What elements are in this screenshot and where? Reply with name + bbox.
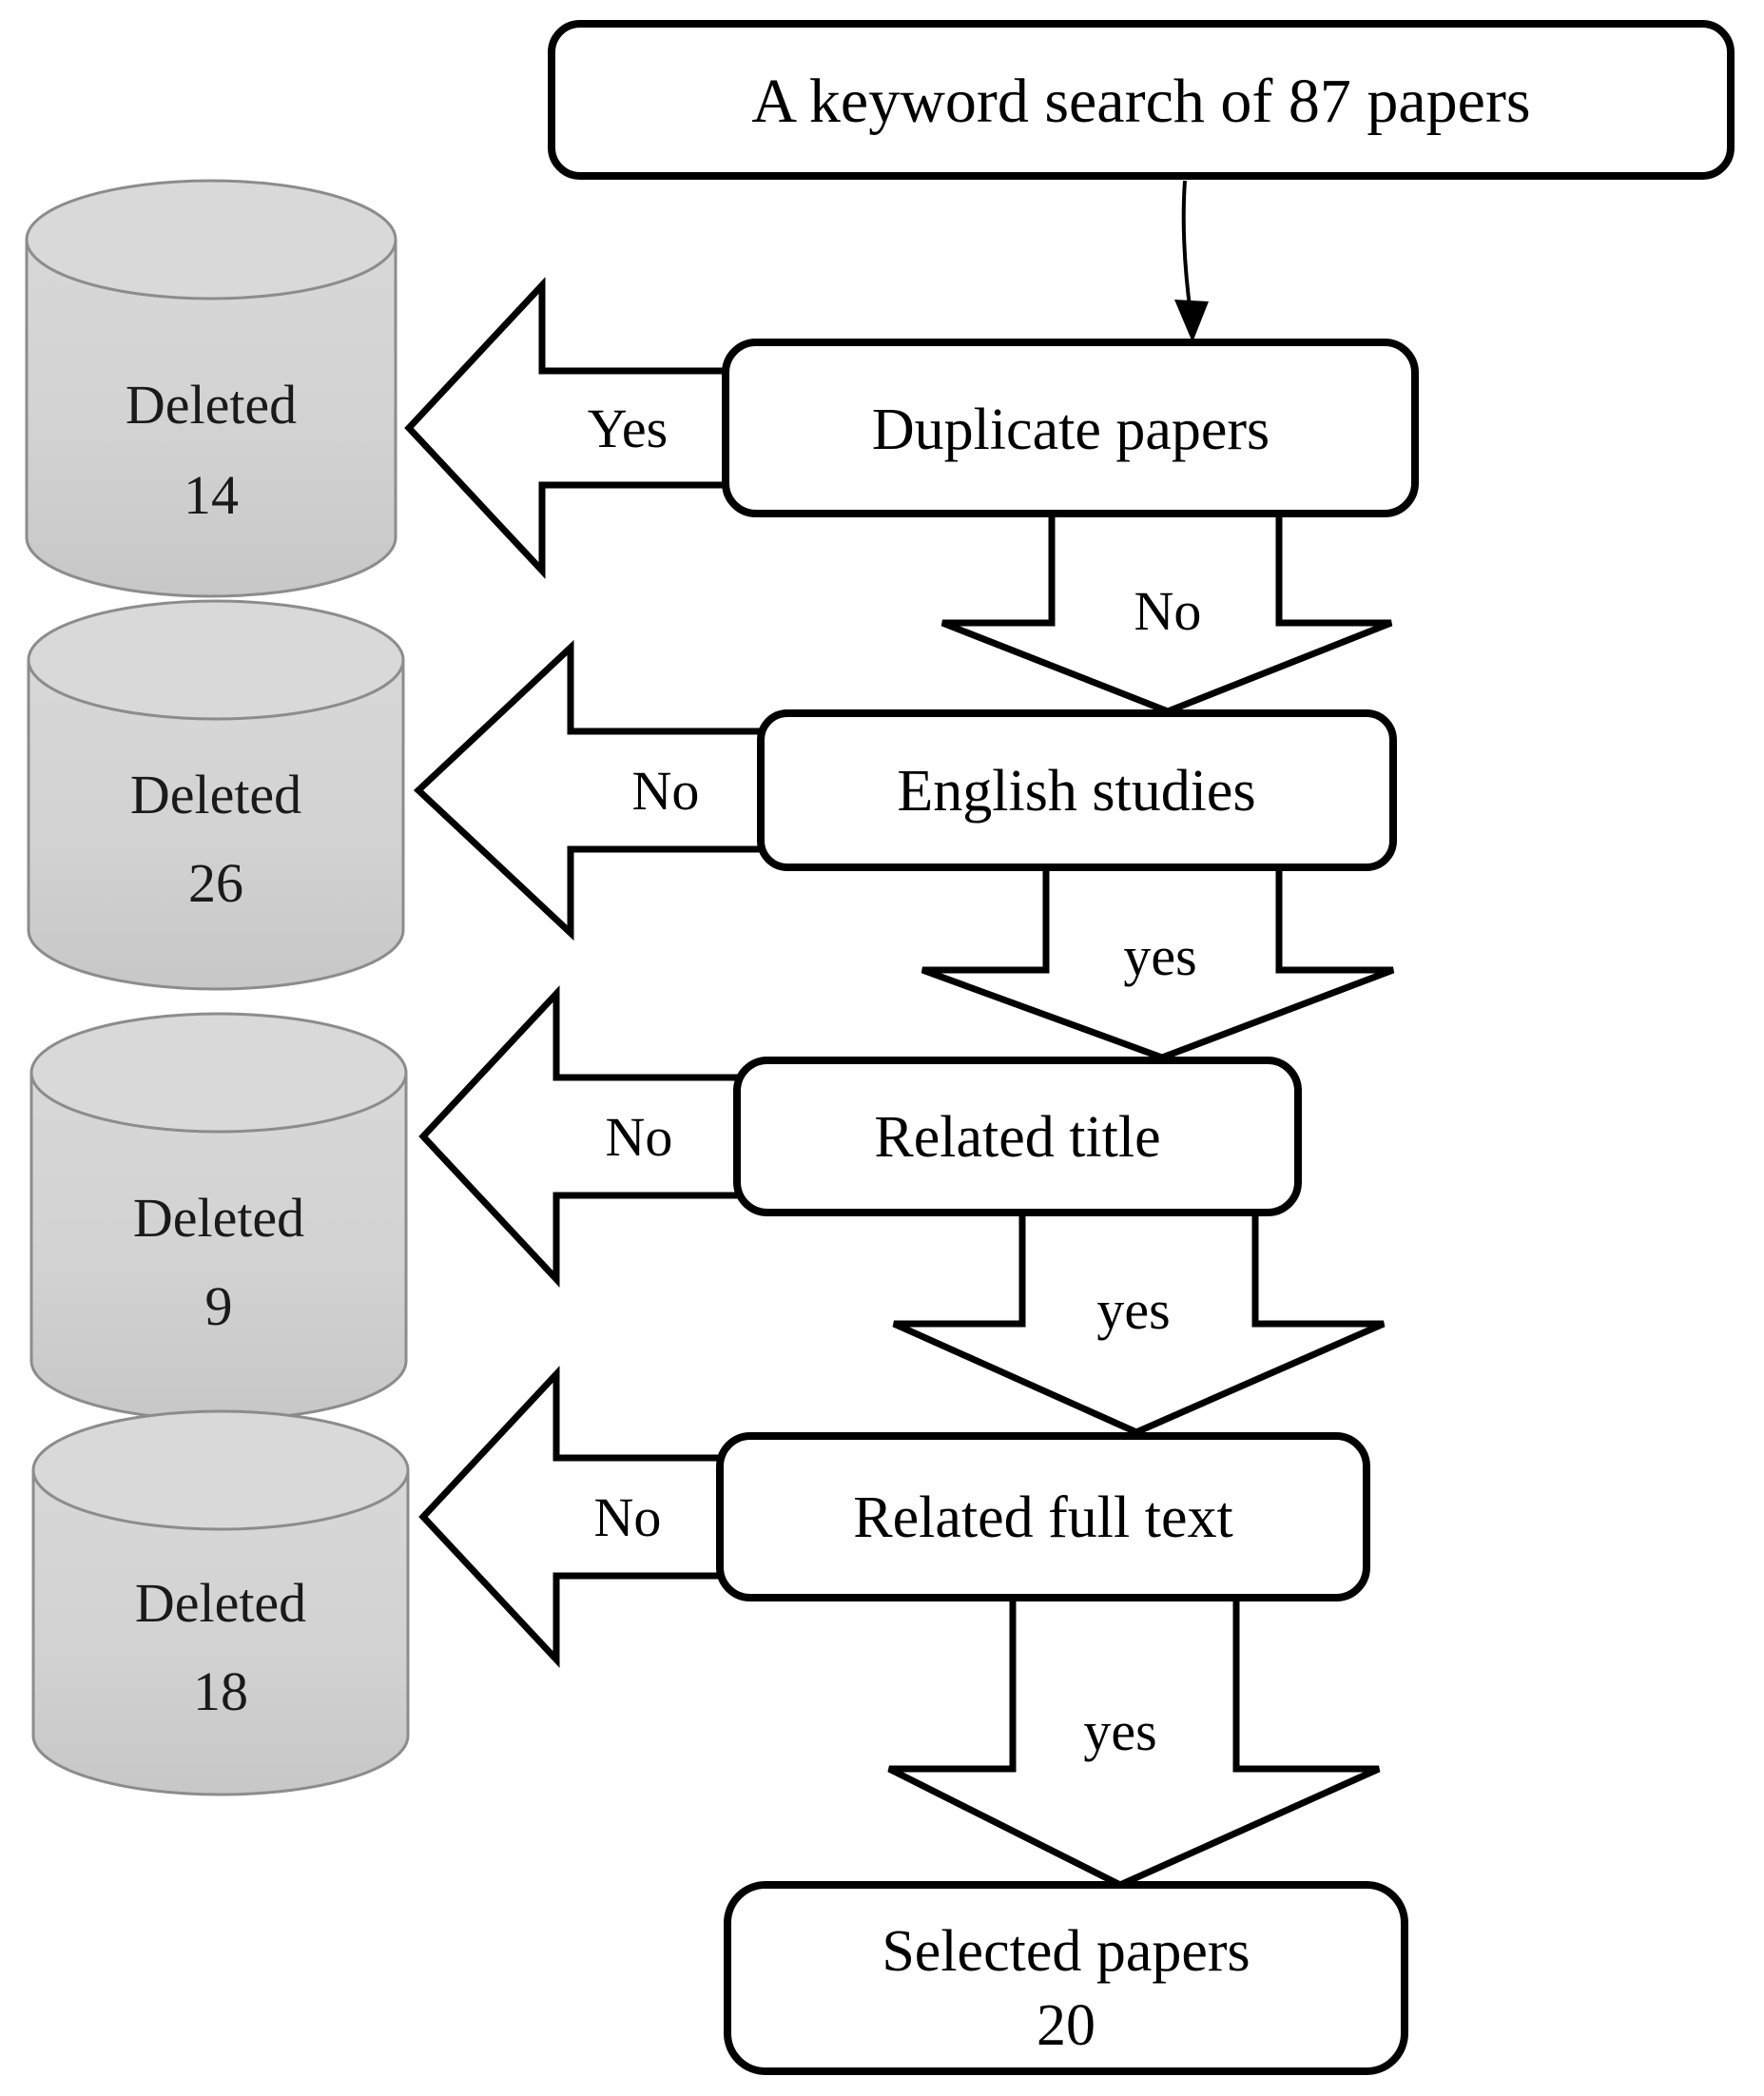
- proceed-arrow-3: yes: [892, 1209, 1386, 1436]
- proceed-arrow-1: No: [940, 510, 1393, 715]
- proceed-label-2: yes: [1123, 925, 1196, 987]
- arrowhead-icon: [1174, 300, 1209, 342]
- cylinder-body: [25, 240, 397, 598]
- end-box-line2: 20: [1037, 1993, 1095, 2058]
- deleted-word-2: Deleted: [130, 764, 301, 825]
- end-box-selected-papers: Selected papers 20: [724, 1881, 1408, 2075]
- proceed-label-4: yes: [1083, 1700, 1156, 1762]
- reject-arrow-3: No: [418, 985, 746, 1288]
- proceed-label-1: No: [1134, 580, 1202, 642]
- start-box-label: A keyword search of 87 papers: [751, 67, 1530, 136]
- step-box-shape: [716, 1432, 1370, 1601]
- left-block-arrow-icon: [404, 277, 734, 579]
- step-box-shape: [722, 339, 1419, 517]
- connector-line: [1181, 180, 1192, 315]
- left-block-arrow-icon: [418, 1366, 728, 1668]
- step-label-english-studies: English studies: [897, 759, 1255, 824]
- reject-label-4: No: [594, 1486, 662, 1548]
- step-label-duplicate-papers: Duplicate papers: [872, 398, 1270, 462]
- reject-label-2: No: [632, 760, 700, 822]
- down-block-arrow-icon: [940, 510, 1393, 715]
- cylinder-top: [29, 1012, 408, 1134]
- deleted-cylinder-4: Deleted 18: [31, 1409, 410, 1796]
- reject-arrow-2: No: [413, 639, 769, 941]
- proceed-label-3: yes: [1096, 1279, 1170, 1341]
- deleted-count-2: 26: [188, 852, 243, 914]
- deleted-word-4: Deleted: [135, 1572, 306, 1634]
- reject-label-1: Yes: [588, 398, 668, 459]
- step-box-related-full-text: Related full text: [716, 1432, 1370, 1601]
- cylinder-top: [27, 599, 405, 721]
- down-block-arrow-icon: [887, 1594, 1381, 1889]
- deleted-cylinder-1: Deleted 14: [25, 179, 397, 598]
- cylinder-top: [25, 179, 397, 301]
- deleted-count-3: 9: [205, 1275, 233, 1337]
- reject-arrow-4: No: [418, 1366, 728, 1668]
- deleted-count-4: 18: [193, 1660, 248, 1722]
- step-box-english-studies: English studies: [757, 709, 1397, 871]
- cylinder-top: [31, 1409, 410, 1531]
- end-box-line1: Selected papers: [882, 1919, 1250, 1984]
- deleted-cylinder-2: Deleted 26: [27, 599, 405, 991]
- start-box-shape: [548, 20, 1735, 180]
- deleted-count-1: 14: [184, 464, 239, 526]
- reject-label-3: No: [606, 1106, 673, 1168]
- step-label-related-full-text: Related full text: [853, 1485, 1232, 1550]
- down-block-arrow-icon: [892, 1209, 1386, 1436]
- start-box: A keyword search of 87 papers: [548, 20, 1735, 180]
- step-box-duplicate-papers: Duplicate papers: [722, 339, 1419, 517]
- end-box-shape: [724, 1881, 1408, 2075]
- deleted-word-3: Deleted: [133, 1187, 304, 1249]
- step-box-related-title: Related title: [733, 1057, 1302, 1216]
- start-connector-arrow: [1174, 180, 1209, 342]
- step-label-related-title: Related title: [874, 1105, 1160, 1170]
- left-block-arrow-icon: [413, 639, 769, 941]
- deleted-word-1: Deleted: [126, 374, 297, 436]
- cylinder-body: [27, 660, 405, 991]
- proceed-arrow-2: yes: [921, 864, 1395, 1061]
- down-block-arrow-icon: [921, 864, 1395, 1061]
- proceed-arrow-4: yes: [887, 1594, 1381, 1889]
- reject-arrow-1: Yes: [404, 277, 734, 579]
- cylinder-body: [31, 1470, 410, 1796]
- left-block-arrow-icon: [418, 985, 746, 1288]
- step-box-shape: [733, 1057, 1302, 1216]
- step-box-shape: [757, 709, 1397, 871]
- deleted-cylinder-3: Deleted 9: [29, 1012, 408, 1422]
